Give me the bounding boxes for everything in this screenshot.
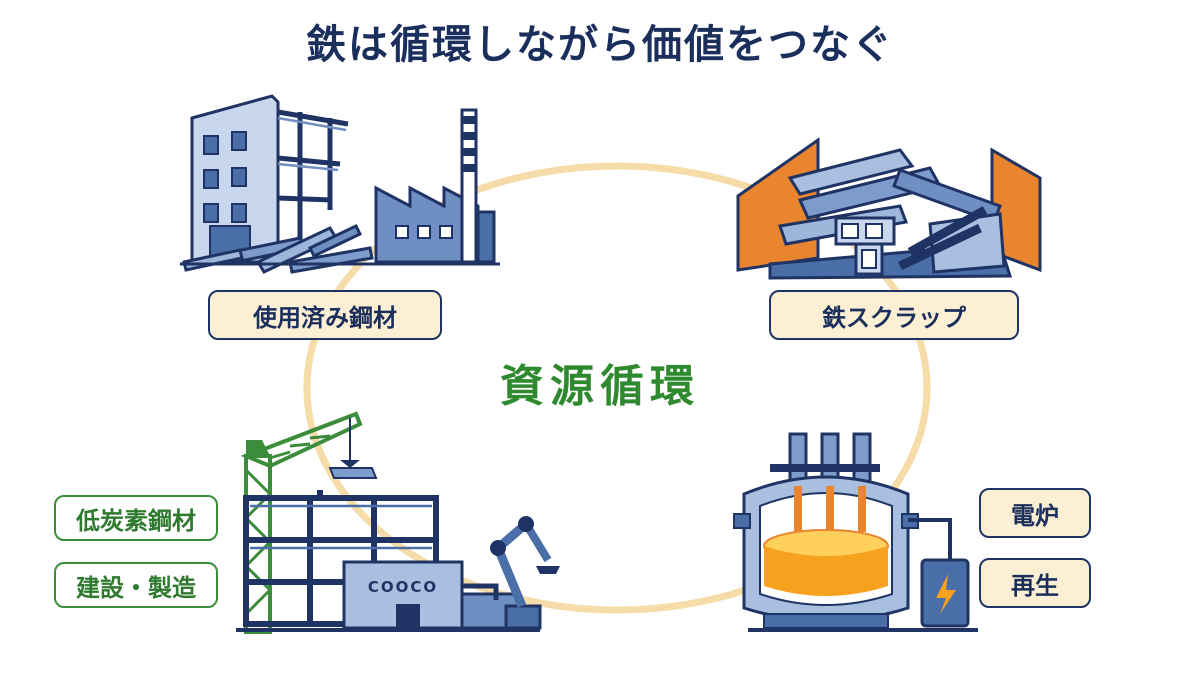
demolished-building-icon <box>182 94 374 274</box>
lightning-icon <box>936 574 956 614</box>
scrap-pile-icon <box>736 137 1042 280</box>
center-label-resource-cycle: 資源循環 <box>500 361 700 412</box>
cycle-ring <box>303 162 931 614</box>
power-box <box>920 558 970 628</box>
label-construction-manufacturing: 建設・製造 <box>54 562 218 608</box>
factory-icon <box>180 108 500 266</box>
electric-arc-furnace-icon <box>733 432 978 632</box>
page-title: 鉄は循環しながら価値をつなぐ <box>306 22 894 68</box>
label-used-steel: 使用済み鋼材 <box>208 290 442 340</box>
label-electric-furnace: 電炉 <box>979 488 1091 538</box>
construction-site-icon: COOCO <box>236 490 540 632</box>
label-low-carbon-steel: 低炭素鋼材 <box>54 495 218 541</box>
factory-sign: COOCO <box>368 578 438 596</box>
label-regeneration: 再生 <box>979 558 1091 608</box>
label-scrap: 鉄スクラップ <box>769 290 1019 340</box>
robot-arm-icon <box>490 516 560 630</box>
